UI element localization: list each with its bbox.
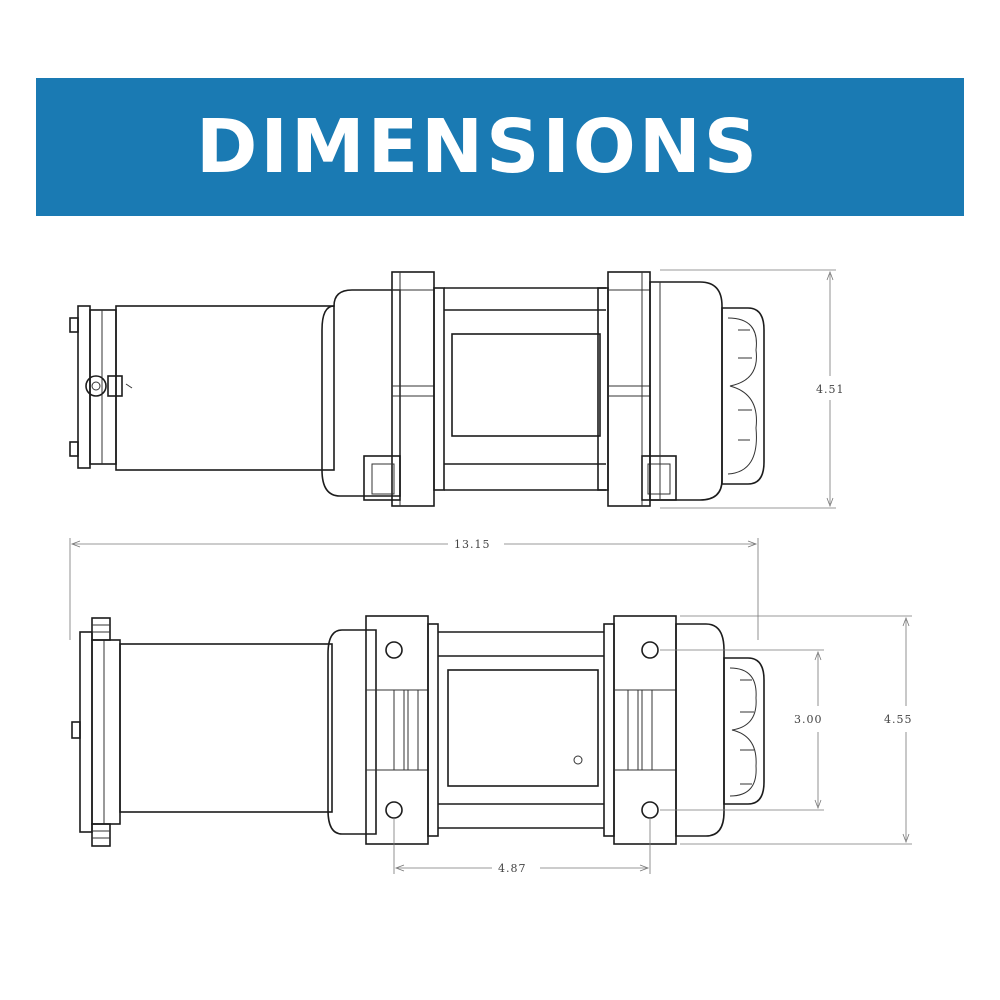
left-bracket-plan — [365, 615, 439, 845]
left-bracket — [363, 271, 445, 507]
gearbox-housing-plan — [675, 623, 725, 837]
dimension-bolt-spacing-horizontal: 4.87 — [393, 818, 651, 875]
clutch-knob — [721, 307, 765, 485]
mounting-bolt-hole — [385, 801, 403, 819]
dimension-height-bottom: 4.55 — [680, 615, 913, 845]
clutch-knob-plan — [723, 657, 765, 805]
right-bracket — [597, 271, 677, 507]
dimension-label-4-87: 4.87 — [498, 862, 527, 875]
page-title: DIMENSIONS — [196, 104, 761, 190]
winch-top-view — [71, 615, 765, 847]
drum-assembly — [444, 287, 606, 491]
dimension-height-top: 4.51 — [660, 269, 845, 509]
motor-body-plan — [119, 643, 333, 813]
motor-end-plate-plan — [71, 617, 121, 847]
winch-side-view — [69, 271, 765, 507]
motor-body — [115, 305, 335, 471]
dimension-label-13-15: 13.15 — [454, 538, 491, 551]
drum-assembly-plan — [438, 631, 604, 829]
dimension-label-4-51: 4.51 — [816, 383, 845, 396]
mounting-bolt-hole — [641, 801, 659, 819]
dimension-label-3-00: 3.00 — [794, 713, 823, 726]
motor-end-plate — [69, 305, 133, 469]
dimension-label-4-55: 4.55 — [884, 713, 913, 726]
right-bracket-plan — [603, 615, 677, 845]
left-housing — [321, 289, 401, 497]
dimension-bolt-spacing-vertical: 3.00 — [660, 649, 824, 811]
gearbox-housing — [649, 281, 723, 501]
mounting-bolt-hole — [385, 641, 403, 659]
dimension-overall-length: 13.15 — [69, 538, 759, 640]
header-banner: DIMENSIONS — [36, 78, 964, 216]
left-housing-plan — [327, 629, 377, 835]
mounting-bolt-hole — [641, 641, 659, 659]
